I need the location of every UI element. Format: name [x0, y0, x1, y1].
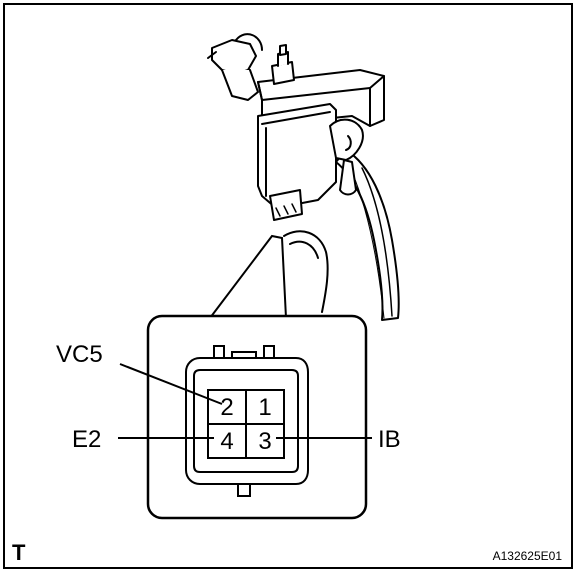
sensor-body [257, 103, 337, 209]
connector-latch-right [263, 345, 275, 358]
leader-line-vc5 [119, 363, 223, 405]
figure-code: A132625E01 [493, 549, 563, 563]
connector-latch-left [213, 345, 225, 358]
pin-cell-3 [245, 423, 285, 459]
pin-3-label: 3 [258, 428, 271, 455]
diagram-frame [3, 3, 573, 569]
battery-clamp [211, 39, 257, 75]
signal-label-vc5: VC5 [56, 341, 103, 368]
signal-label-e2: E2 [72, 426, 101, 453]
signal-label-ib: IB [378, 426, 401, 453]
sensor-connector [269, 189, 303, 221]
callout-pointer [209, 234, 287, 319]
leader-lines [118, 363, 372, 439]
pin-2-label: 2 [220, 394, 233, 421]
current-sensor-illustration [207, 33, 400, 321]
pin-4-label: 4 [220, 428, 233, 455]
pin-grid [207, 389, 285, 459]
pin-cell-2 [207, 389, 247, 425]
terminal-stud [271, 61, 295, 85]
connector-key [237, 484, 251, 497]
grommet [329, 118, 364, 161]
pin-1-label: 1 [258, 394, 271, 421]
corner-mark: T [12, 540, 26, 565]
